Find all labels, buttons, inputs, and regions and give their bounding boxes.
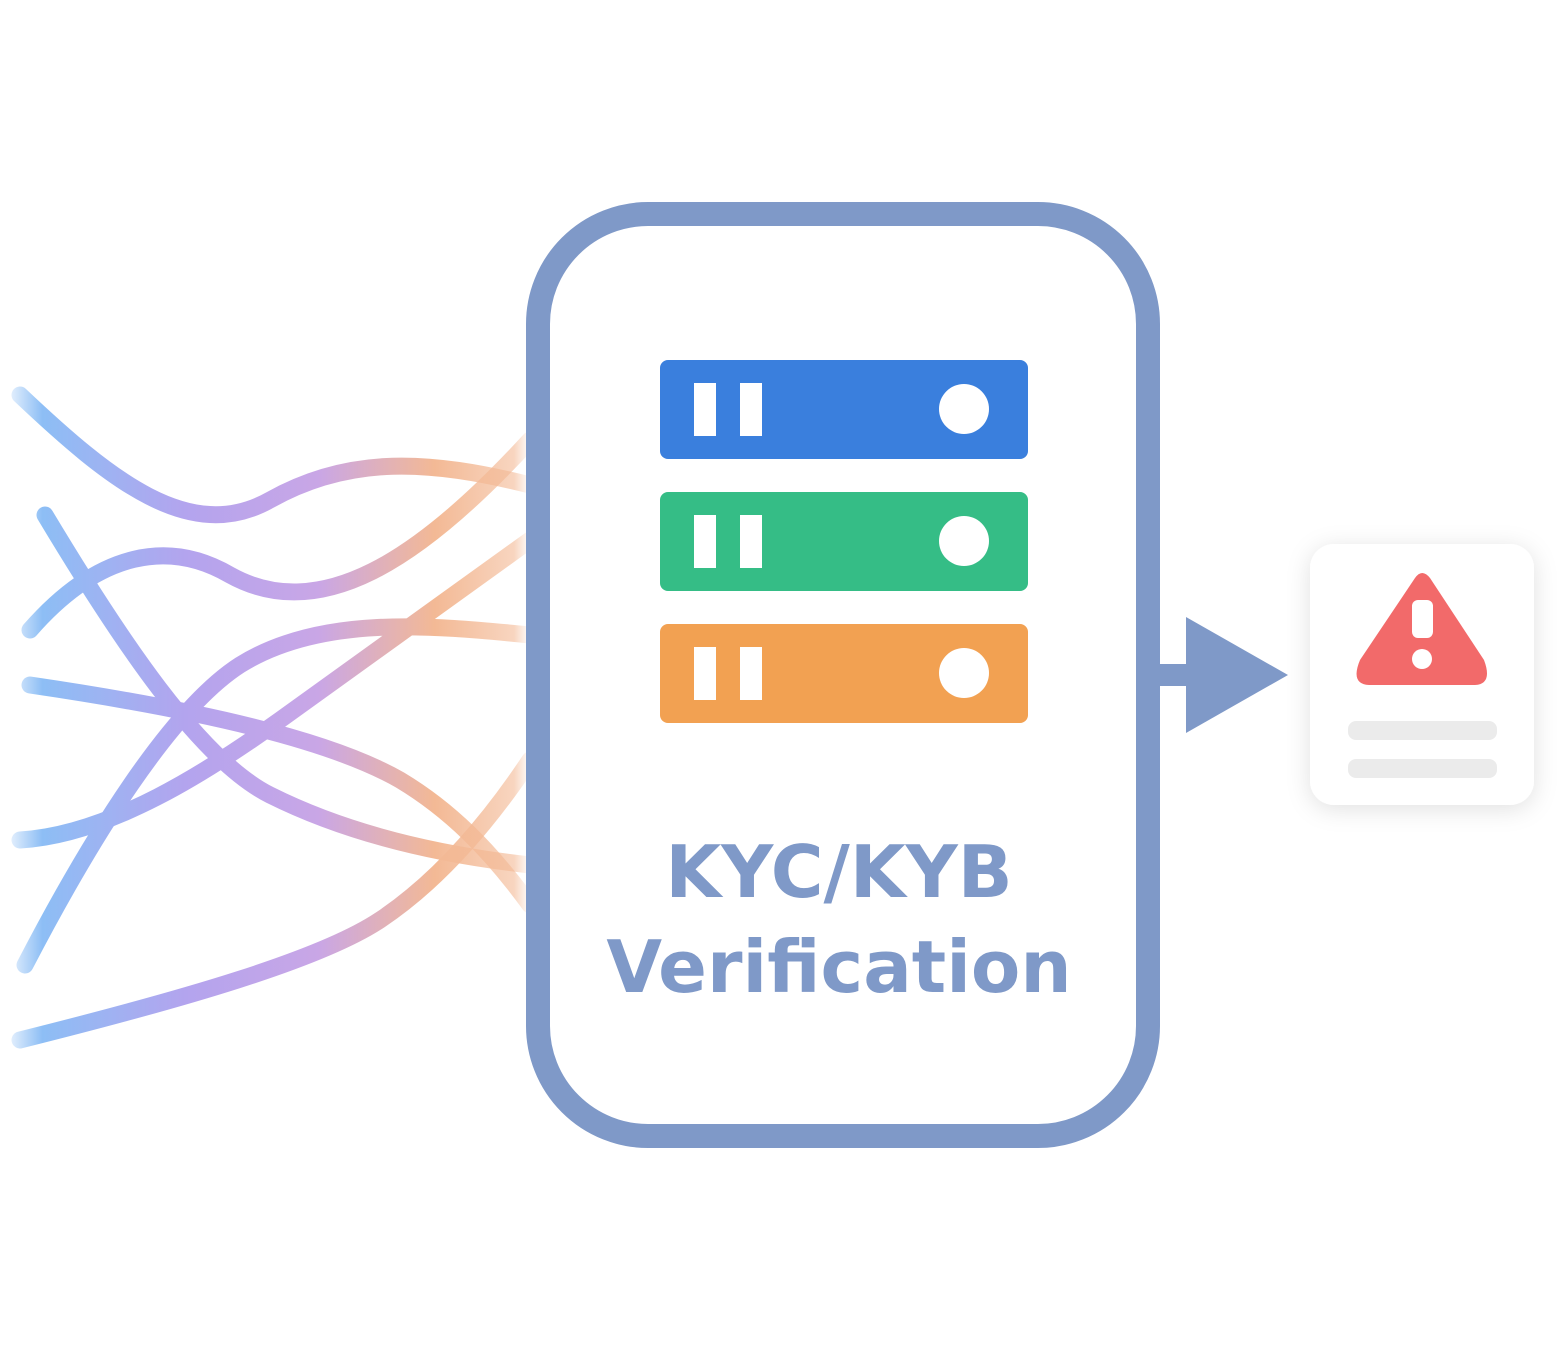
arrow-head xyxy=(1186,617,1288,733)
arrow-shaft xyxy=(1158,664,1190,686)
server-green xyxy=(660,492,1028,591)
alert-card xyxy=(1310,544,1534,805)
stream-line-1 xyxy=(11,386,539,524)
server-orange-slot-2 xyxy=(740,647,762,700)
server-green-slot-2 xyxy=(740,515,762,568)
stream-line-7 xyxy=(11,751,539,1049)
stream-line-5 xyxy=(21,676,539,914)
server-blue-slot-1 xyxy=(694,383,716,436)
output-arrow xyxy=(1158,617,1288,733)
server-green-slot-1 xyxy=(694,515,716,568)
input-streams xyxy=(11,386,539,1049)
server-blue xyxy=(660,360,1028,459)
warning-triangle-icon xyxy=(1356,573,1487,685)
server-blue-slot-2 xyxy=(740,383,762,436)
server-orange xyxy=(660,624,1028,723)
server-blue-light xyxy=(939,384,989,434)
verification-title-line1: KYC/KYB xyxy=(665,830,1012,914)
server-orange-slot-1 xyxy=(694,647,716,700)
stream-line-4 xyxy=(16,618,539,974)
server-stack xyxy=(660,360,1028,723)
stream-line-2 xyxy=(21,431,539,639)
server-orange-light xyxy=(939,648,989,698)
server-green-light xyxy=(939,516,989,566)
alert-text-line-1 xyxy=(1348,721,1497,740)
stream-line-6 xyxy=(11,531,539,849)
stream-line-3 xyxy=(36,506,539,874)
verification-title-line2: Verification xyxy=(606,925,1071,1009)
alert-text-line-2 xyxy=(1348,759,1497,778)
